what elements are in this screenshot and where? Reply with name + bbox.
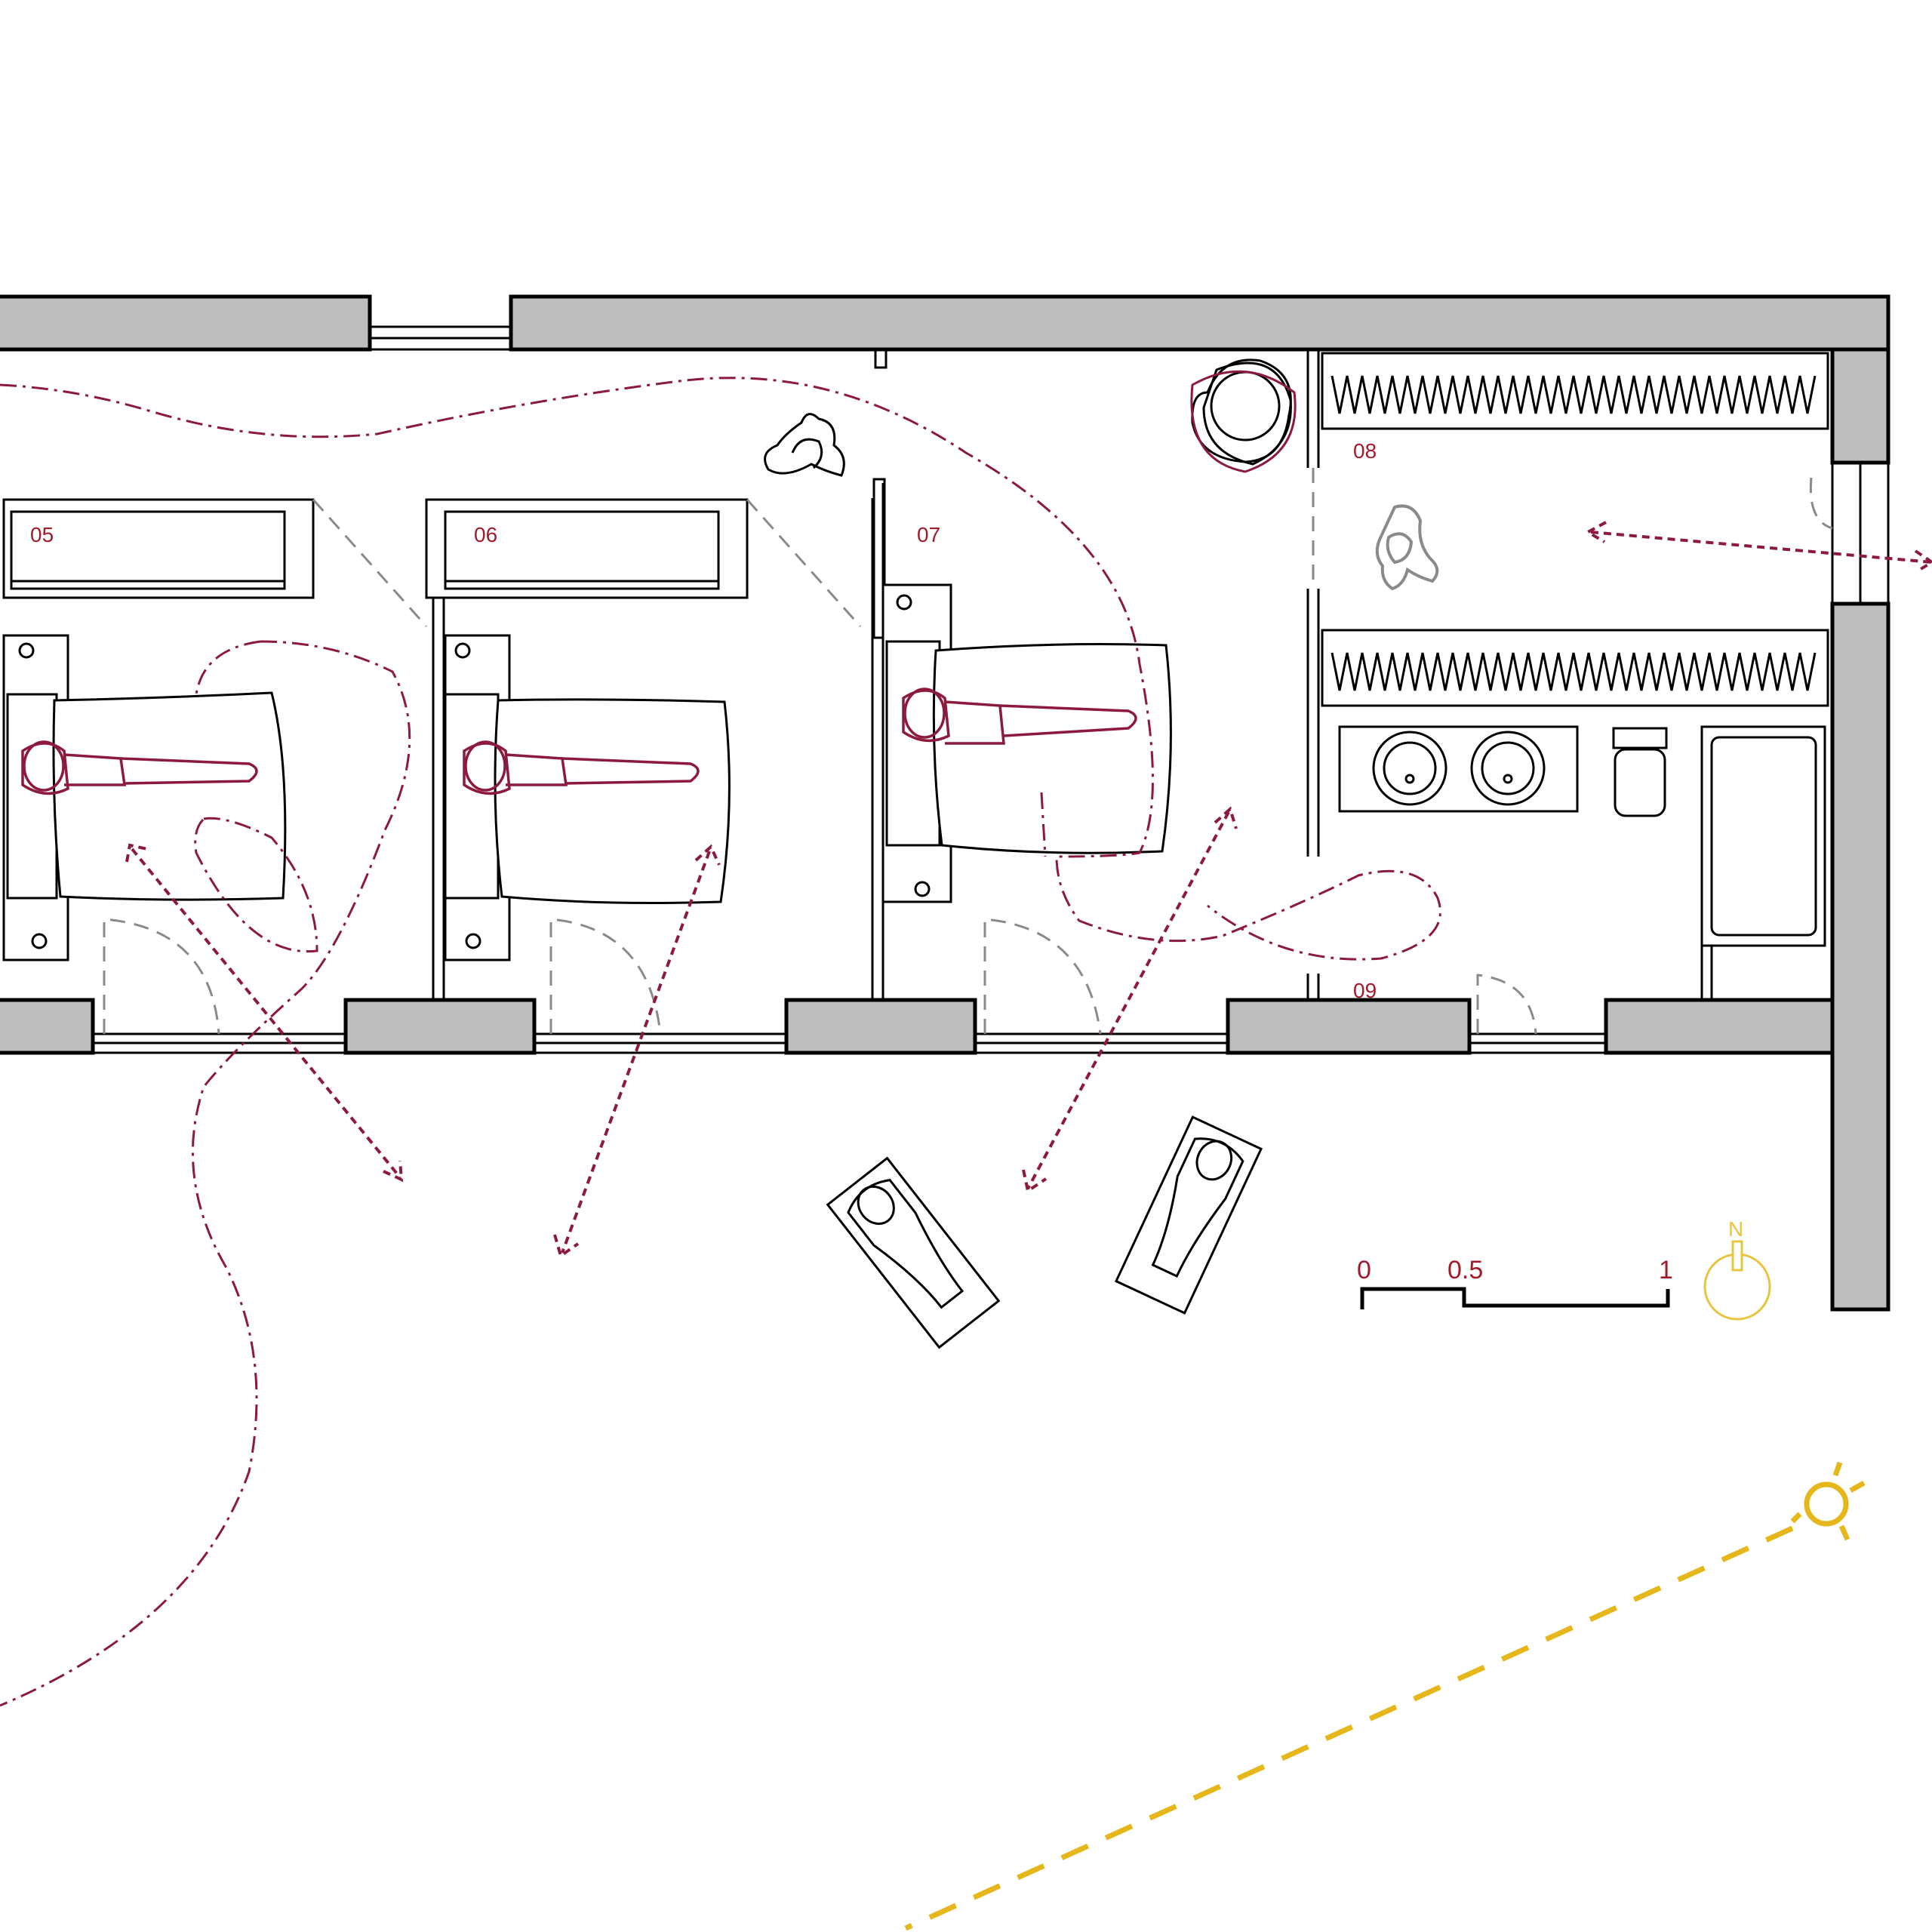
sun-path <box>904 1525 1794 1931</box>
bottom-wall-seg5 <box>1604 998 1835 1055</box>
arrows <box>125 521 1932 1259</box>
closet-rack-bottom <box>1321 629 1829 707</box>
bottom-wall-seg4 <box>1226 998 1472 1055</box>
bottom-wall-seg3 <box>784 998 977 1055</box>
scale-label-0-5: 0.5 <box>1447 1256 1483 1284</box>
chair-icon-room-08 <box>1375 504 1439 591</box>
bed-05 <box>2 634 287 961</box>
windows <box>91 325 1890 1054</box>
room-labels: 05 06 07 08 09 <box>30 439 1377 1002</box>
closet-rack-top <box>1321 352 1829 430</box>
scale-label-1: 1 <box>1659 1256 1673 1284</box>
room-label-05: 05 <box>30 523 54 546</box>
toilet-icon <box>1612 727 1668 817</box>
sink-icon <box>1372 731 1447 806</box>
door-stop-top <box>874 348 888 369</box>
window-right <box>1831 461 1890 605</box>
wardrobe-05 <box>2 498 315 599</box>
wardrobe-06 <box>425 498 749 599</box>
person-bed-07 <box>902 688 1137 745</box>
window-bottom-2 <box>533 1032 788 1054</box>
bottom-wall-seg2 <box>343 998 537 1055</box>
right-wall-lower <box>1830 601 1890 1312</box>
window-bottom-1 <box>91 1032 347 1054</box>
scale-label-0: 0 <box>1357 1256 1371 1284</box>
circulation-paths <box>0 377 1441 1707</box>
window-top <box>368 325 512 351</box>
chair-icon <box>764 413 845 477</box>
person-bed-05 <box>21 740 258 795</box>
sunbed-right <box>1114 1115 1263 1315</box>
room-label-08: 08 <box>1353 439 1377 463</box>
bed-07 <box>881 583 1172 903</box>
top-wall-right <box>509 294 1890 352</box>
scale-bar: 0 0.5 1 <box>1357 1256 1673 1309</box>
partitions <box>432 348 1320 1000</box>
north-label: N <box>1728 1217 1743 1241</box>
sink-counter <box>1338 725 1579 813</box>
person-bed-06 <box>463 740 700 795</box>
room-label-06: 06 <box>474 523 497 546</box>
sunbed-left <box>826 1156 1001 1349</box>
bed-06 <box>444 634 731 961</box>
window-bottom-4 <box>1468 1032 1607 1054</box>
sun-icon <box>1790 1461 1866 1541</box>
plant-icon <box>1190 358 1297 473</box>
right-wall-upper <box>1830 347 1890 465</box>
bathtub-icon <box>1700 725 1826 1000</box>
door-swings <box>103 477 1833 1035</box>
bottom-wall-seg1 <box>0 998 95 1055</box>
north-arrow-icon: N <box>1703 1217 1771 1321</box>
room-label-09: 09 <box>1353 979 1377 1002</box>
room-label-07: 07 <box>917 523 940 546</box>
top-wall-left <box>0 294 372 352</box>
